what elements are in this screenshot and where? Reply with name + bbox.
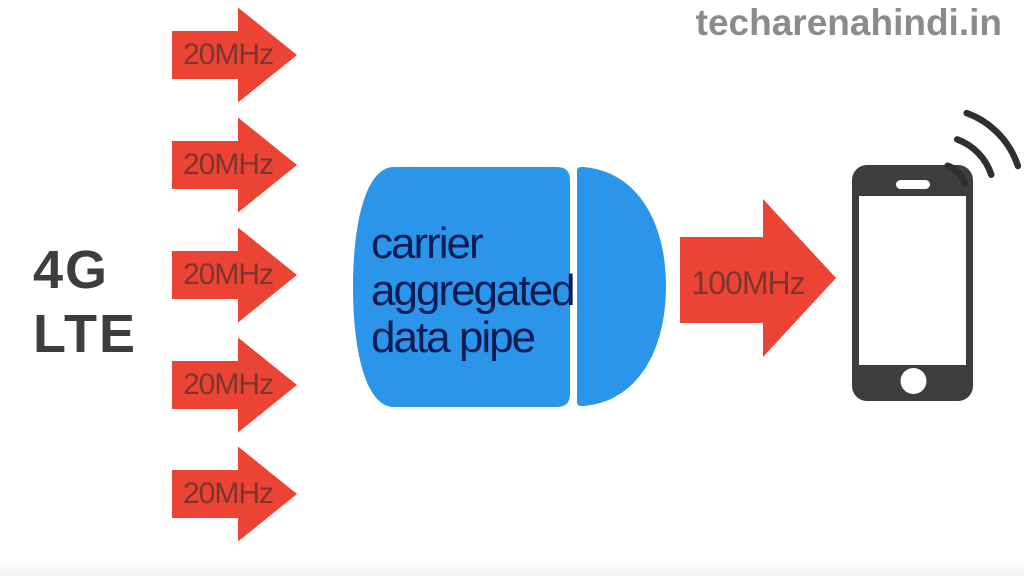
input-arrow-label-5: 20MHz — [182, 477, 274, 510]
data-pipe-caption-line3: data pipe — [371, 313, 536, 362]
signal-wave-inner — [944, 162, 968, 187]
input-arrow-icon-1 — [172, 7, 297, 103]
phone-home-button — [900, 368, 927, 394]
source-label-4g-lte: 4G LTE — [33, 238, 137, 366]
input-arrow-icon-3 — [172, 227, 297, 323]
data-pipe-endcap-shape — [577, 167, 666, 406]
input-arrow-icon-2 — [172, 117, 297, 213]
phone-screen — [859, 196, 966, 365]
input-arrow-label-4: 20MHz — [182, 368, 274, 401]
source-label-line1: 4G — [33, 240, 110, 300]
signal-wave-middle — [953, 136, 995, 178]
input-arrow-icon-5 — [172, 446, 297, 542]
signal-waves-icon — [944, 109, 1022, 187]
input-arrow-icon-4 — [172, 337, 297, 433]
input-arrow-label-2: 20MHz — [182, 148, 274, 181]
data-pipe-caption-line2: aggregated — [371, 266, 576, 315]
smartphone-icon — [852, 165, 973, 401]
output-arrow-icon — [680, 199, 836, 357]
watermark-text: techarenahindi.in — [695, 2, 1002, 43]
signal-wave-outer — [963, 109, 1022, 170]
input-arrow-label-3: 20MHz — [182, 258, 274, 291]
data-pipe-caption: carrier aggregated data pipe — [371, 219, 576, 362]
output-arrow-label: 100MHz — [691, 265, 805, 301]
source-label-line2: LTE — [33, 304, 137, 364]
data-pipe-caption-line1: carrier — [371, 219, 484, 268]
input-arrow-label-1: 20MHz — [182, 38, 274, 71]
data-pipe-body-shape — [353, 167, 570, 407]
phone-speaker-slot — [896, 180, 930, 189]
